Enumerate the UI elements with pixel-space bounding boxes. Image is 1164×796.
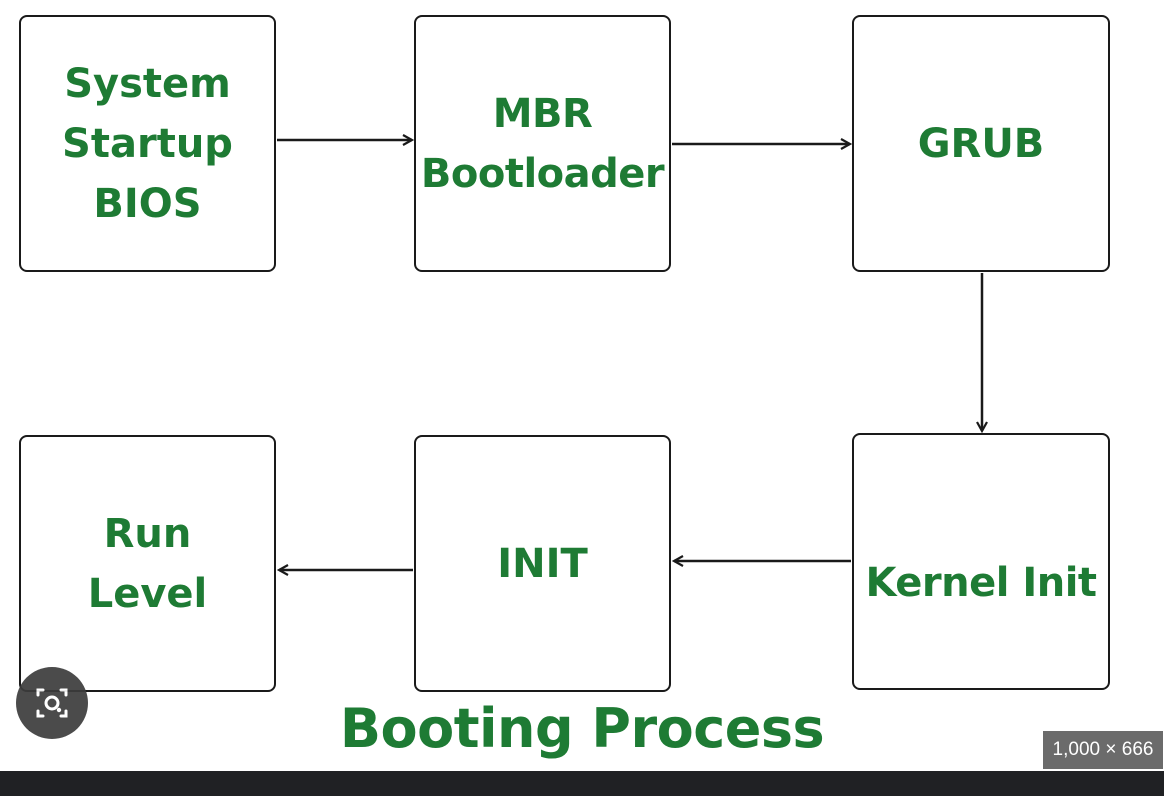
box-label: GRUB (917, 120, 1045, 167)
box-mbr-bootloader: MBR Bootloader (414, 15, 671, 272)
box-system-startup-bios: System Startup BIOS (19, 15, 276, 272)
image-size-badge: 1,000 × 666 (1043, 731, 1163, 769)
box-label: INIT (497, 540, 588, 587)
box-init: INIT (414, 435, 671, 692)
box-run-level: Run Level (19, 435, 276, 692)
box-label: System (64, 60, 231, 107)
box-label: Kernel Init (865, 560, 1097, 606)
box-label: BIOS (93, 180, 202, 227)
box-label: Level (87, 570, 208, 617)
visual-search-button[interactable] (16, 667, 88, 739)
box-kernel-init: Kernel Init (852, 433, 1110, 690)
box-label: Run (103, 510, 192, 557)
bottom-bar (0, 771, 1164, 796)
box-label: MBR (492, 90, 593, 137)
camera-search-icon (36, 688, 68, 718)
diagram-title: Booting Process (339, 697, 825, 760)
box-label: Startup (62, 120, 233, 167)
box-grub: GRUB (852, 15, 1110, 272)
box-label: Bootloader (420, 150, 665, 197)
